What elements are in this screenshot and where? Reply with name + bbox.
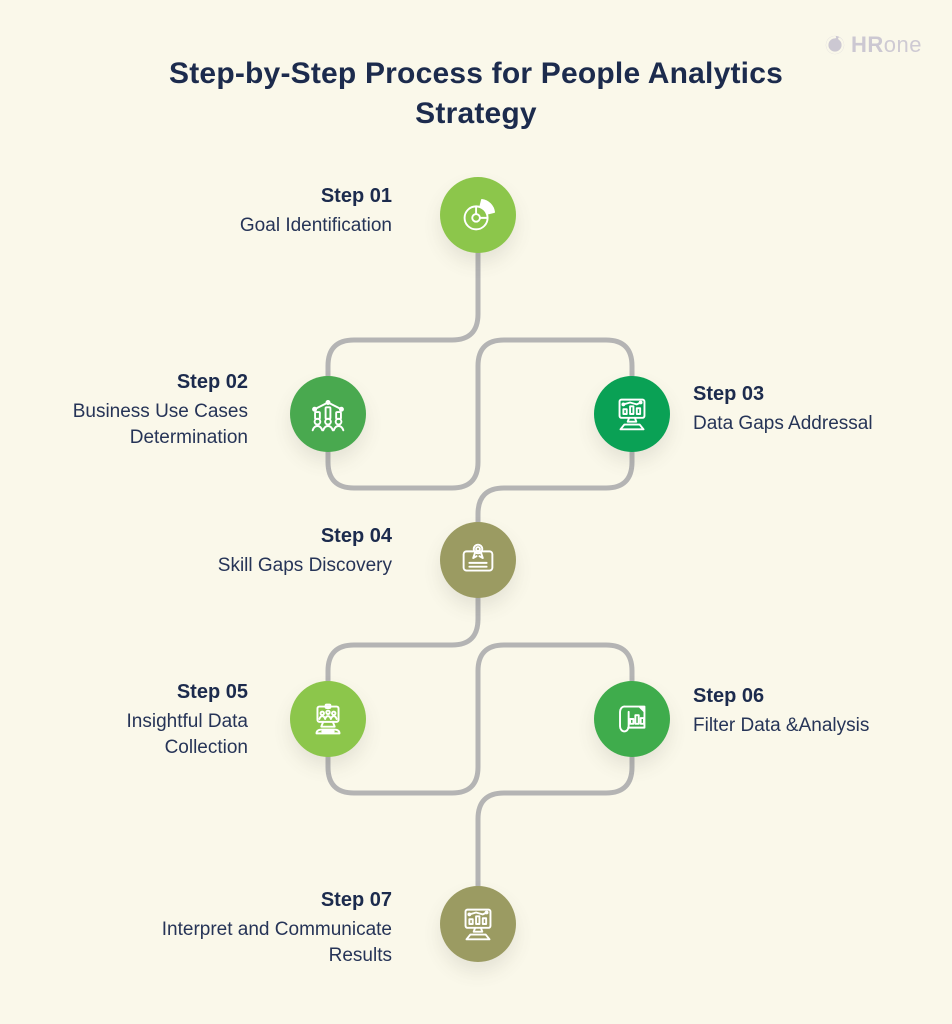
step-5-circle [290,681,366,757]
brand-one: one [883,32,922,57]
team-hierarchy-icon [311,400,345,432]
monitor-chart-icon [618,398,646,431]
step-6-text: Step 06 Filter Data &Analysis [693,684,933,739]
step-1-title: Goal Identification [239,215,392,236]
step-7-circle [440,886,516,962]
scroll-chart-icon [619,705,646,733]
step-7-label: Step 07 [320,889,392,911]
step-4-title: Skill Gaps Discovery [217,555,392,576]
step-6-title: Filter Data &Analysis [693,715,870,736]
step-6-circle [594,681,670,757]
laptop-team-icon [315,703,341,735]
step-3-title: Data Gaps Addressal [693,413,873,434]
step-2-text: Step 02 Business Use Cases Determination [58,370,248,451]
connector-upper [325,250,635,525]
step-4-circle [440,522,516,598]
brand-text: HRone [851,32,922,58]
step-2-title: Business Use Cases Determination [72,401,248,449]
connector-lower [325,595,635,889]
hrone-swirl-icon [825,35,845,55]
step-1-label: Step 01 [320,185,392,207]
step-5-label: Step 05 [176,681,248,703]
step-1-circle [440,177,516,253]
step-2-circle [290,376,366,452]
hrone-logo: HRone [824,32,922,58]
step-1-text: Step 01 Goal Identification [92,184,392,239]
step-2-label: Step 02 [176,371,248,393]
certificate-icon [462,543,494,572]
step-5-title: Insightful Data Collection [126,711,248,759]
step-7-text: Step 07 Interpret and Communicate Result… [122,888,392,969]
brand-hr: HR [851,32,884,57]
step-3-circle [594,376,670,452]
step-6-label: Step 06 [693,685,765,707]
step-4-label: Step 04 [320,525,392,547]
step-7-title: Interpret and Communicate Results [161,919,392,967]
page-title: Step-by-Step Process for People Analytic… [169,57,783,130]
pie-chart-icon [463,198,496,231]
step-3-label: Step 03 [693,383,765,405]
monitor-chart-icon [464,908,492,941]
step-5-text: Step 05 Insightful Data Collection [88,680,248,761]
step-4-text: Step 04 Skill Gaps Discovery [92,524,392,579]
step-3-text: Step 03 Data Gaps Addressal [693,382,933,437]
